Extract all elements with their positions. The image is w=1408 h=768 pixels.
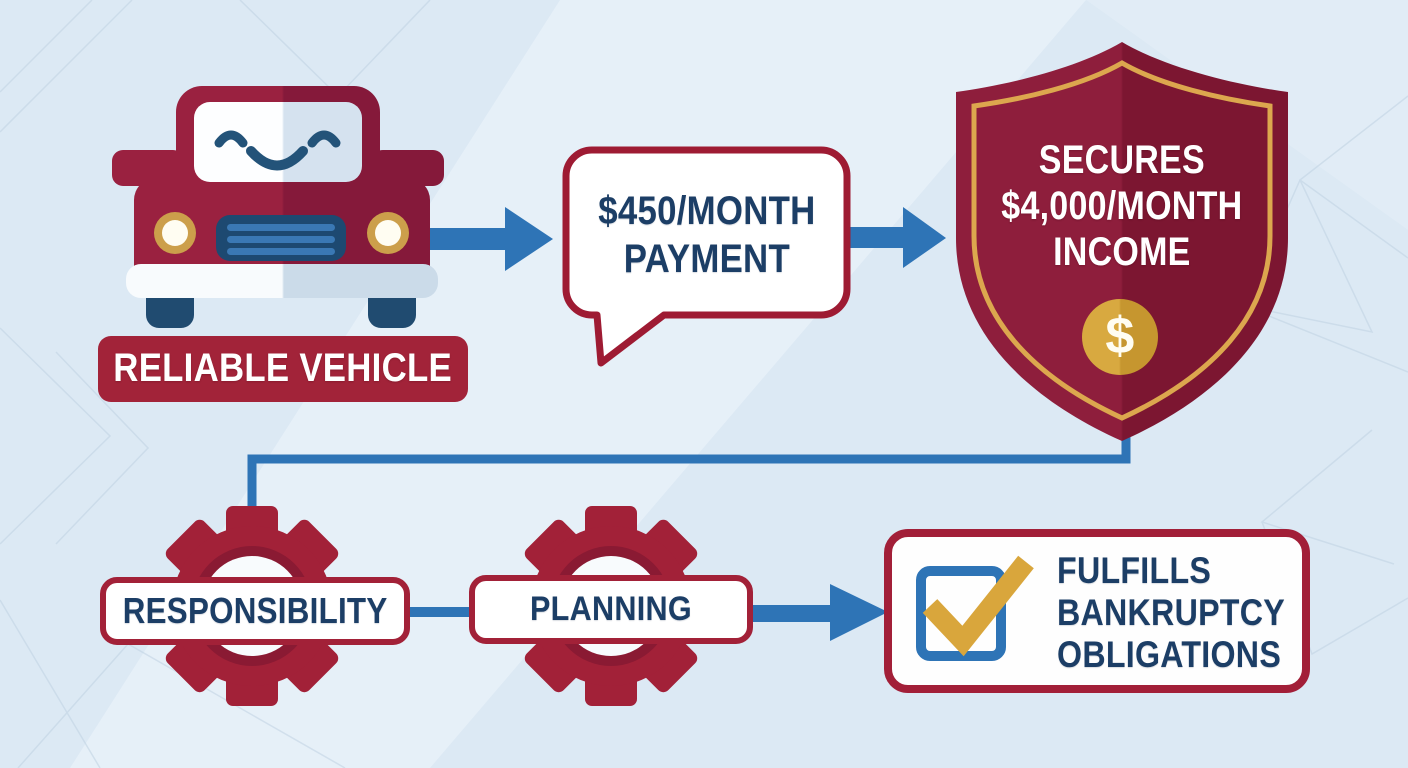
dollar-coin-symbol: $ — [1105, 307, 1135, 366]
outcome-line-3: OBLIGATIONS — [1057, 634, 1282, 676]
checkbox-check-icon — [916, 555, 1034, 661]
vehicle-label-text: RELIABLE VEHICLE — [113, 346, 453, 391]
outcome-label: FULFILLS BANKRUPTCY OBLIGATIONS — [1040, 550, 1300, 676]
arrow-right-icon — [845, 207, 946, 268]
car-icon — [112, 86, 444, 328]
income-line-1: SECURES — [1038, 138, 1206, 182]
car-bumper — [126, 264, 438, 298]
speech-bubble-icon — [562, 146, 851, 367]
arrow-right-icon — [418, 207, 553, 271]
car-face — [214, 130, 341, 171]
responsibility-label-box — [100, 577, 410, 645]
responsibility-label: RESPONSIBILITY — [122, 589, 388, 631]
arrow-right-icon — [748, 584, 888, 641]
payment-line-2: PAYMENT — [623, 237, 790, 281]
vehicle-label: RELIABLE VEHICLE — [98, 336, 468, 402]
connector-line-shield-to-gear — [247, 431, 1131, 514]
payment-line-1: $450/MONTH — [597, 189, 816, 233]
planning-label-box — [469, 575, 753, 644]
income-shield-label: SECURES $4,000/MONTH INCOME — [974, 137, 1270, 275]
dollar-coin-icon — [1082, 299, 1158, 375]
income-line-2: $4,000/MONTH — [1001, 184, 1243, 228]
income-line-3: INCOME — [1053, 230, 1191, 274]
shield-icon — [956, 42, 1288, 441]
outcome-line-1: FULFILLS — [1057, 549, 1212, 591]
payment-bubble-label: $450/MONTH PAYMENT — [566, 175, 847, 295]
outcome-line-2: BANKRUPTCY — [1057, 591, 1285, 633]
vehicle-label-banner — [98, 336, 468, 402]
planning-label: PLANNING — [530, 590, 692, 629]
